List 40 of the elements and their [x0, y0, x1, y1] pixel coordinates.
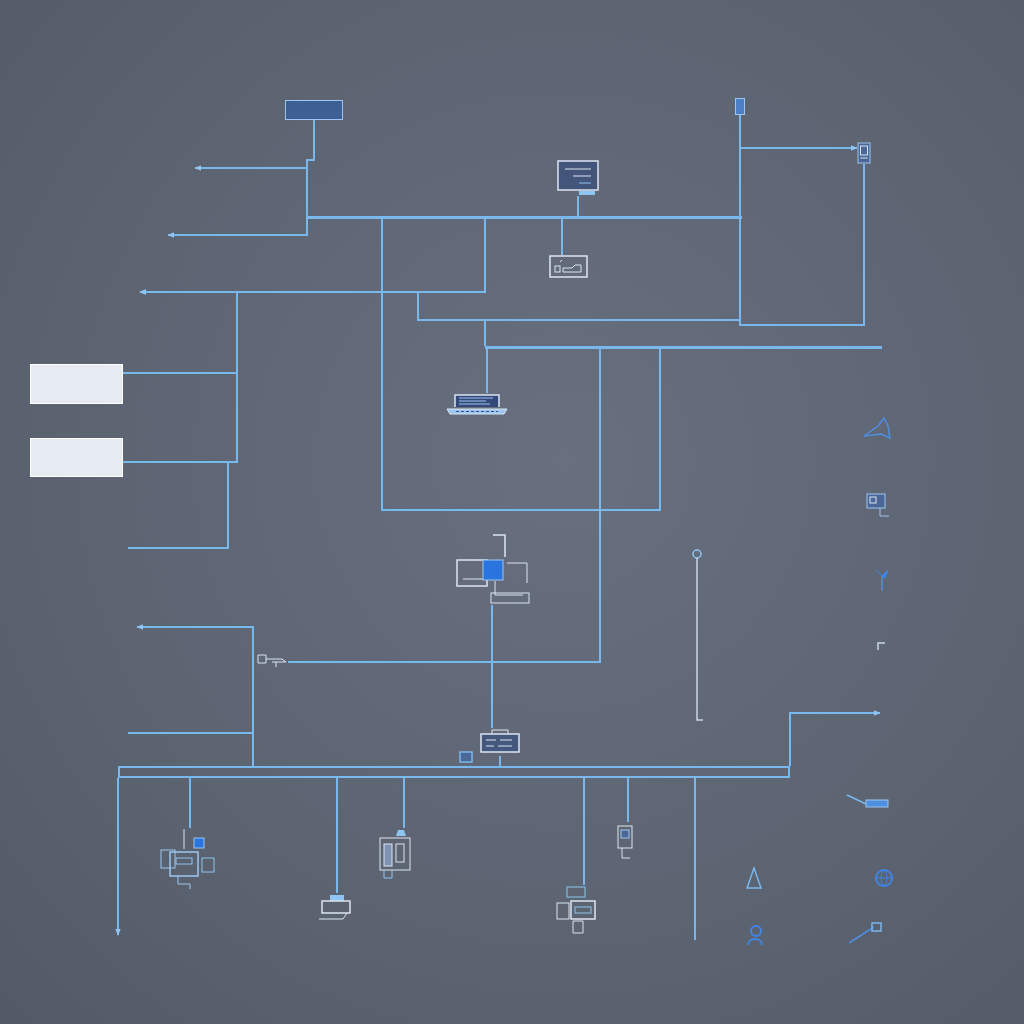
connector-line — [484, 218, 741, 347]
server-drawing — [555, 885, 597, 935]
connector-line — [694, 777, 696, 941]
bus-line — [485, 346, 882, 349]
device-drawing — [857, 142, 871, 164]
bus-bar — [118, 766, 790, 778]
arrow — [167, 119, 315, 238]
card-box — [30, 364, 123, 404]
connector-line — [561, 218, 563, 256]
server-drawing — [378, 828, 412, 882]
connector-line — [403, 777, 405, 829]
device-drawing — [549, 255, 588, 278]
connector-line — [486, 348, 488, 394]
server-drawing — [158, 828, 218, 890]
connector-line — [127, 218, 486, 549]
laptop-drawing — [446, 393, 508, 415]
tool-drawing — [256, 652, 288, 668]
arrow — [789, 710, 881, 767]
connector-line — [189, 777, 191, 829]
arrow — [739, 145, 858, 217]
monitor-drawing — [557, 160, 599, 196]
bus-line — [307, 216, 742, 219]
connector-line — [127, 732, 254, 767]
connector-line — [336, 777, 338, 894]
router-drawing — [478, 728, 522, 756]
connector-line — [491, 604, 493, 729]
connector-line — [739, 163, 865, 326]
connector-line — [381, 218, 661, 511]
computer-drawing — [455, 533, 531, 605]
card-box — [30, 438, 123, 477]
printer-drawing — [318, 893, 354, 921]
connector-line — [499, 755, 501, 767]
small-box — [735, 98, 745, 115]
connector-line — [627, 777, 629, 823]
connector-line — [583, 777, 585, 886]
filled-box — [285, 100, 343, 120]
arrow — [115, 777, 121, 936]
connector-line — [577, 195, 579, 217]
connector-line — [287, 348, 601, 663]
device-drawing — [616, 822, 636, 862]
